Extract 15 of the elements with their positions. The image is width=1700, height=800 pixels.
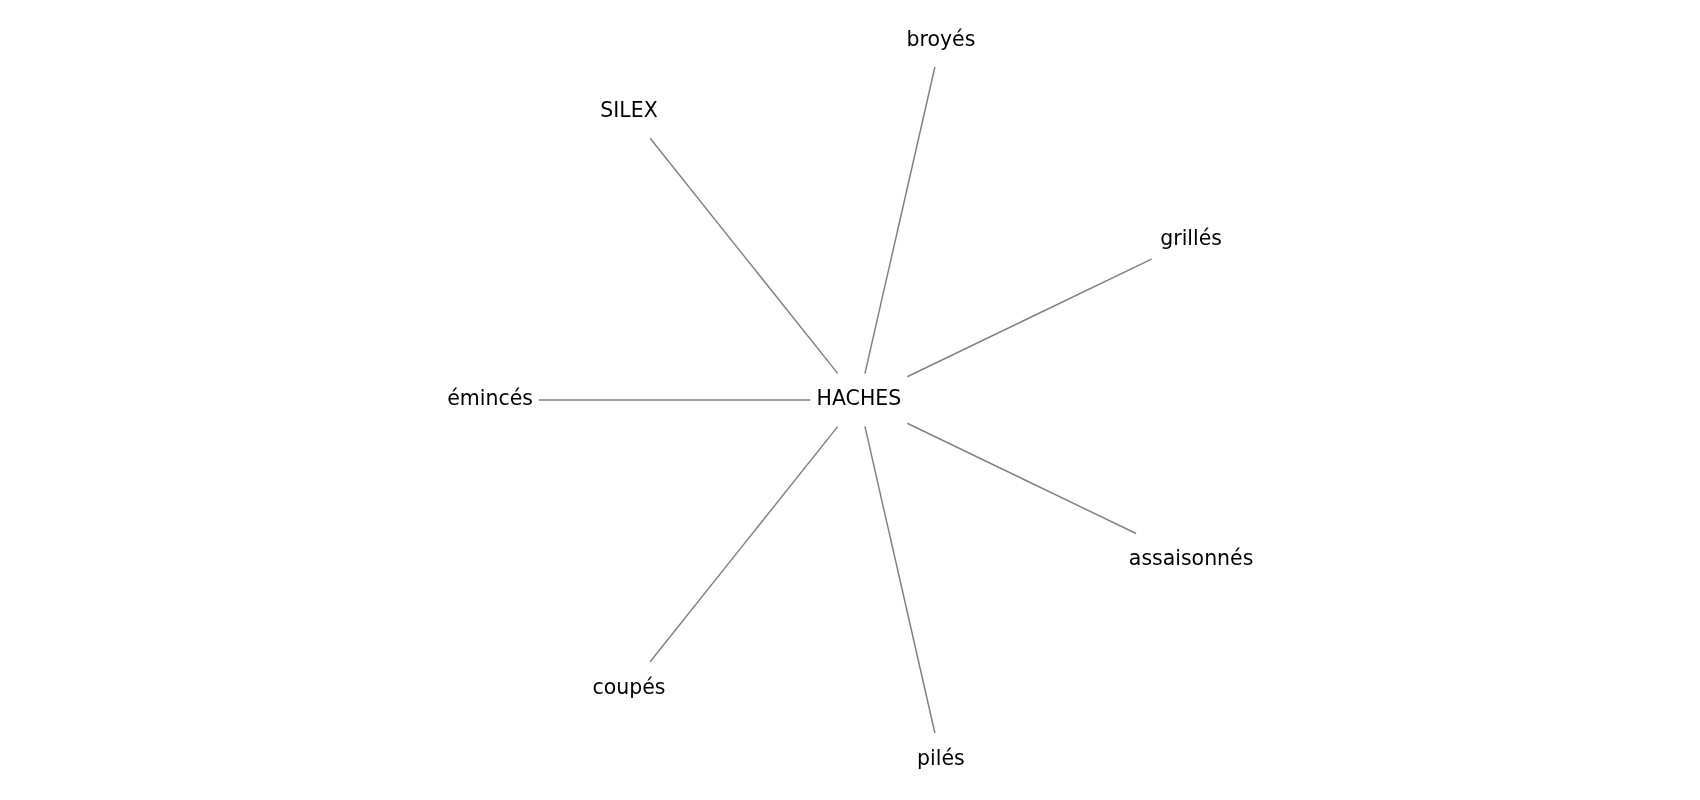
connector [905, 258, 1152, 378]
connector [648, 137, 838, 375]
connector [863, 425, 936, 734]
node-text: pilés [916, 745, 965, 770]
node-text: HACHES [816, 386, 901, 411]
node-text: émincés [446, 386, 533, 411]
node-text: broyés [906, 26, 975, 51]
node-text: assaisonnés [1128, 546, 1253, 571]
connector [905, 422, 1137, 535]
node-text: SILEX [599, 98, 658, 123]
connector [537, 399, 811, 401]
connector [648, 425, 838, 663]
connector [863, 66, 936, 375]
node-text: grillés [1159, 226, 1222, 251]
node-text: coupés [591, 674, 665, 699]
